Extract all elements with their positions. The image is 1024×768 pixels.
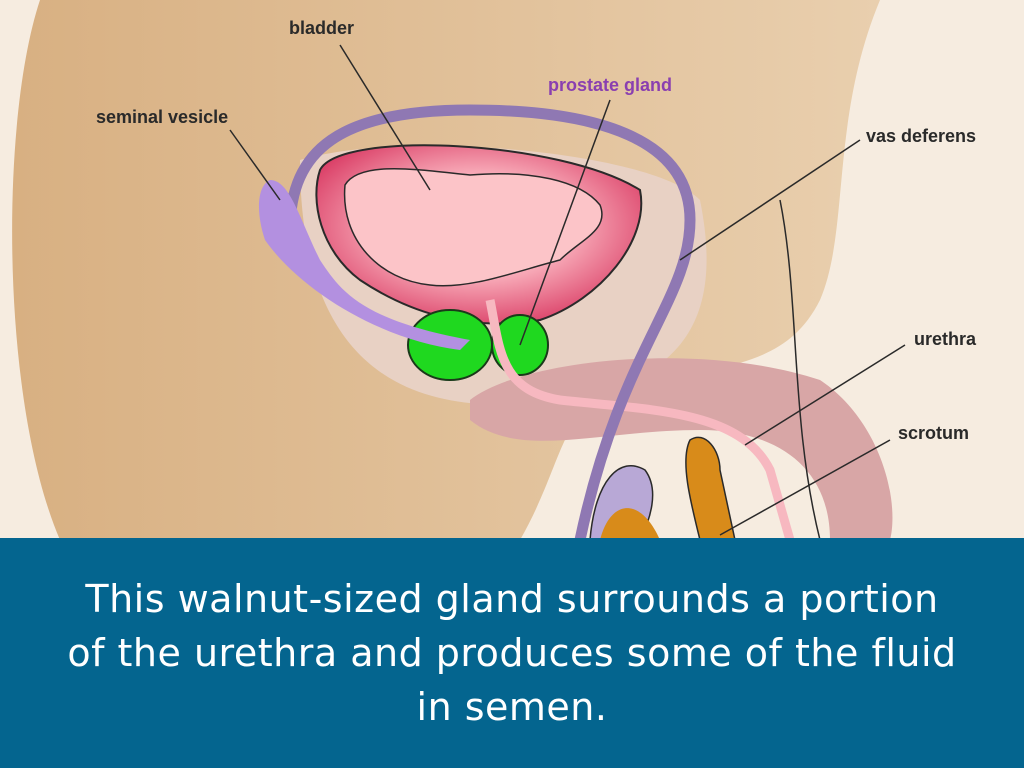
anatomy-diagram [12,0,906,540]
testis [600,508,660,540]
label-vas-deferens: vas deferens [866,126,977,146]
seminal-vesicle [258,180,470,350]
urethra [485,299,795,540]
label-bladder: bladder [289,18,355,38]
label-prostate-gland: prostate gland [548,75,673,95]
caption-banner: This walnut-sized gland surrounds a port… [0,538,1024,768]
caption-text: This walnut-sized gland surrounds a port… [67,577,957,729]
label-seminal-vesicle: seminal vesicle [96,107,229,127]
leader-lines [229,44,906,540]
label-scrotum: scrotum [898,423,970,443]
vas-deferens [284,104,696,540]
label-urethra: urethra [914,329,977,349]
bladder-lumen [343,168,603,287]
